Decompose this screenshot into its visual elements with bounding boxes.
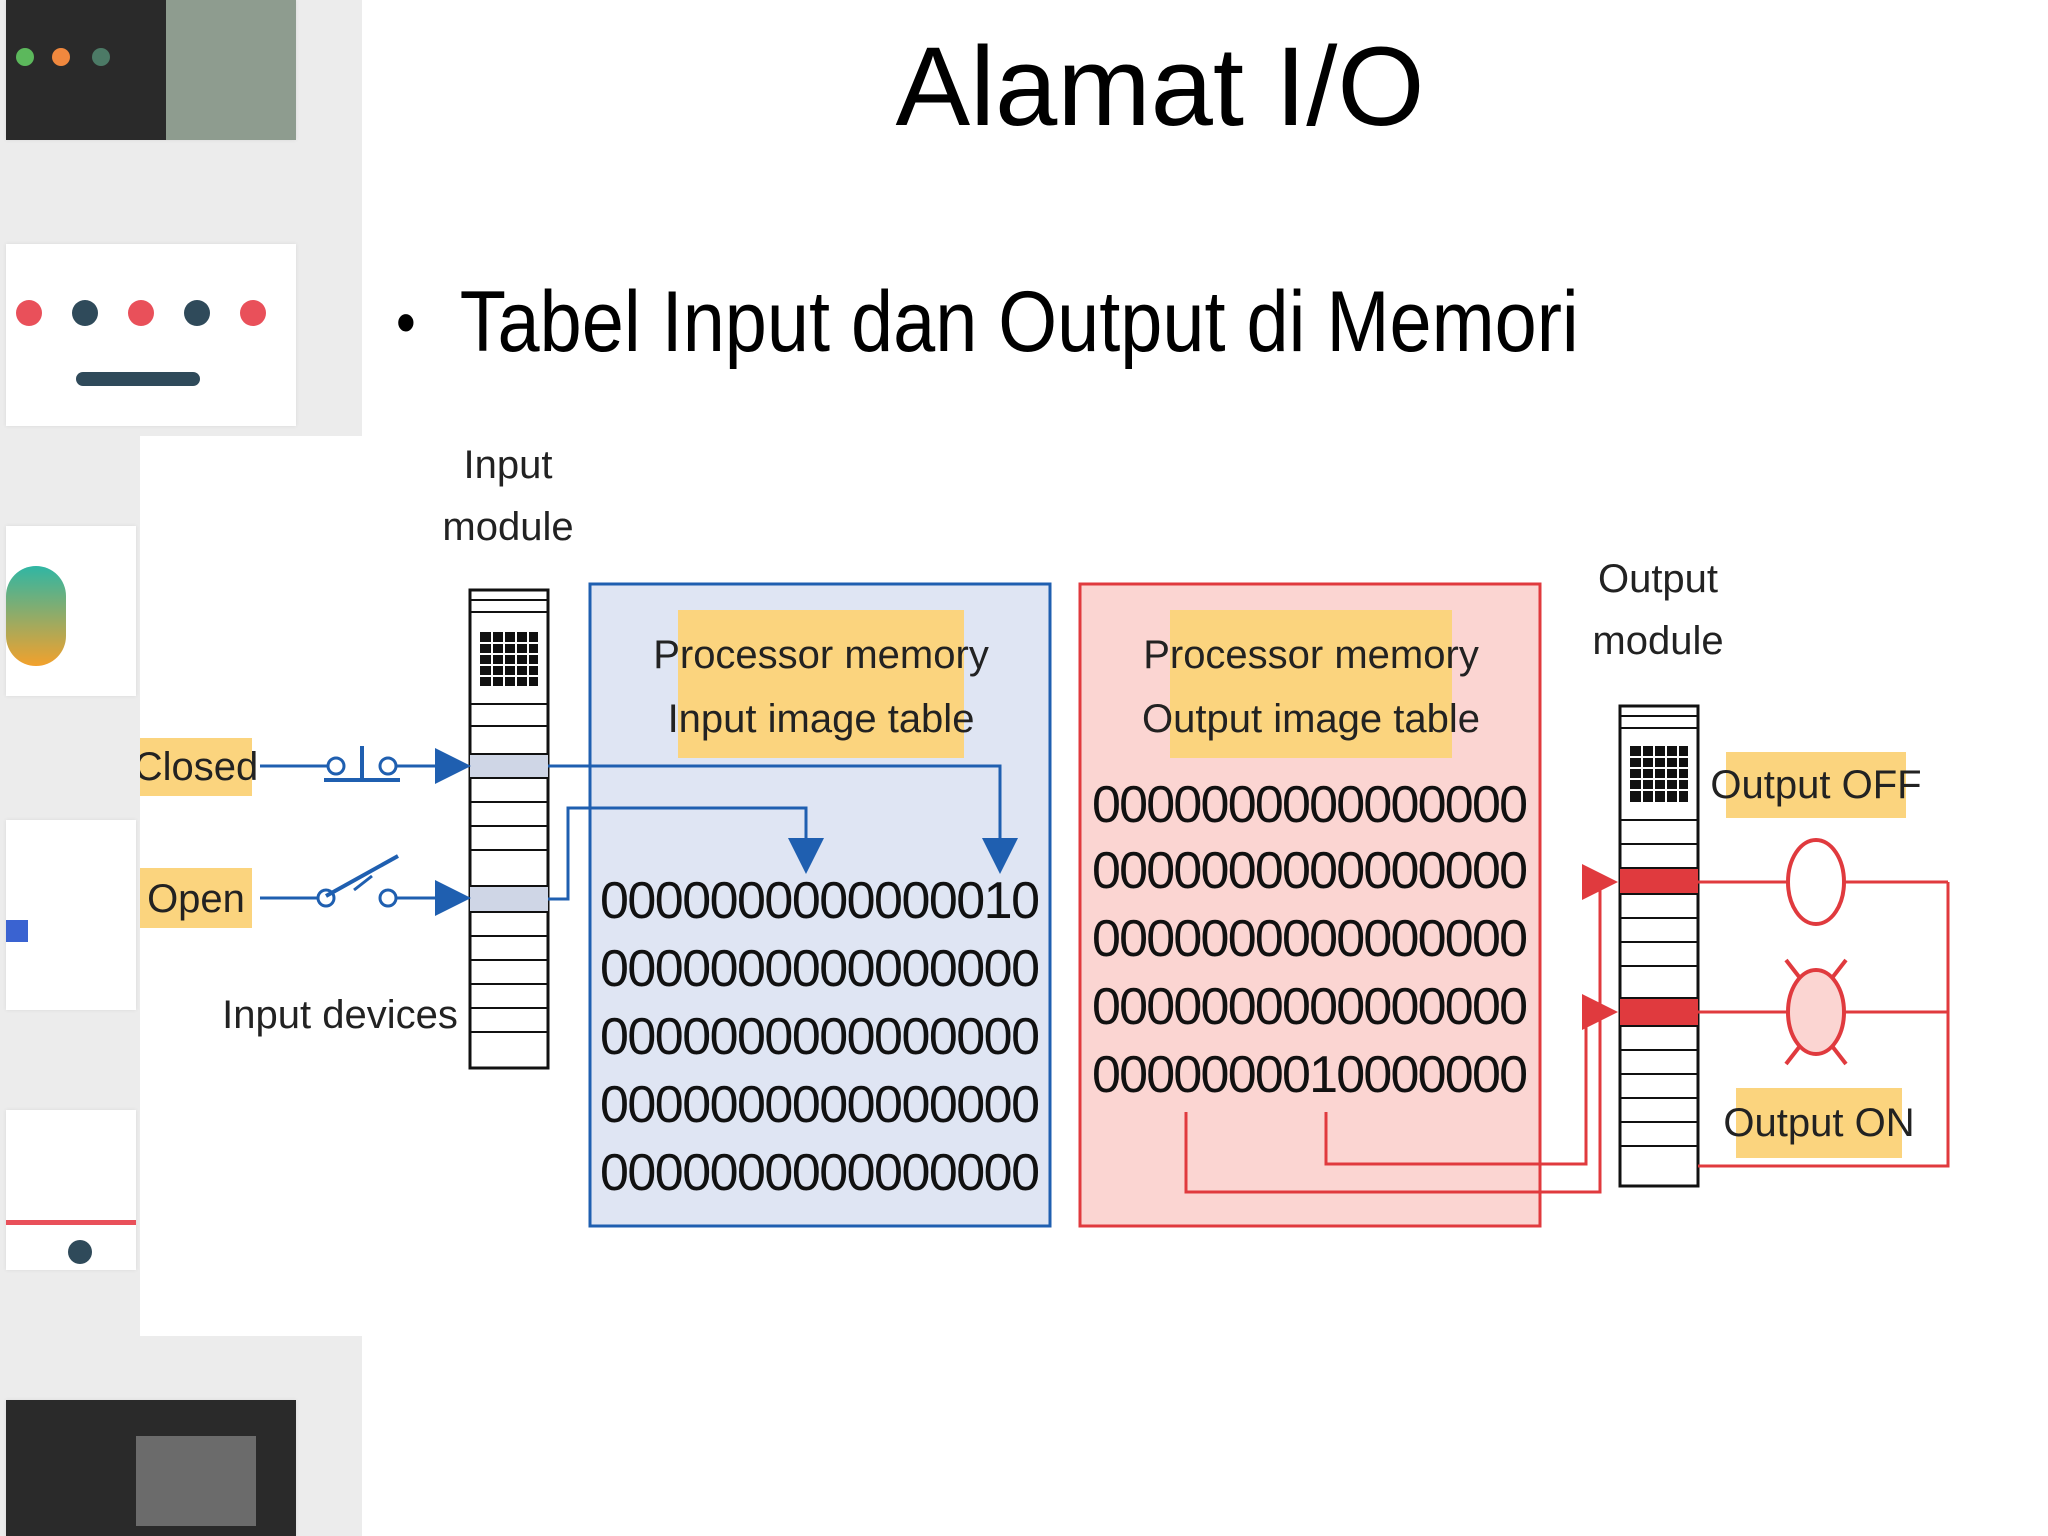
lamp-off-icon [1698,838,1948,926]
input-module-label: Input [464,443,553,487]
slide-thumbnail-4[interactable] [6,820,136,1010]
bullet-item: • Tabel Input dan Output di Memori [396,272,1579,372]
thumbnail-dot [52,48,70,66]
bullet-text: Tabel Input dan Output di Memori [459,273,1579,370]
input-wires [548,764,1018,901]
thumbnail-dot [16,300,42,326]
slide-thumbnail-5[interactable] [6,1110,136,1270]
output-module [1618,704,1700,1188]
output-module-grid-icon [1630,746,1688,802]
input-memory-label: Processor memory [653,633,989,677]
input-module [468,588,550,1070]
input-devices-label: Input devices [222,993,458,1037]
input-table-row: 0000000000000000 [600,1008,1040,1066]
output-memory-label: Processor memory [1143,633,1479,677]
output-off-label-box [1726,752,1906,818]
input-memory-label-box [678,610,964,758]
thumbnail-dot [72,300,98,326]
slide-title: Alamat I/O [895,24,1425,149]
closed-switch-icon [260,746,471,784]
lamp-on-icon [1698,958,1948,1066]
thumbnail-dot [92,48,110,66]
output-module-label: module [1592,619,1723,663]
thumbnail-line [6,1220,136,1225]
thumbnail-dot [128,300,154,326]
output-table-rows: 0000000000000000 0000000000000000 000000… [1092,776,1528,1104]
open-label: Open [147,877,245,921]
thumbnail-bar [76,372,200,386]
output-table-row: 0000000010000000 [1092,1046,1528,1104]
output-wires [1184,864,1618,1194]
slide-thumbnail-6[interactable] [6,1400,296,1536]
input-table-row: 0000000000000000 [600,940,1040,998]
open-label-box [140,868,252,928]
open-switch-icon [260,854,471,916]
thumbnail-shape [6,566,66,666]
output-memory-label: Output image table [1142,697,1480,741]
thumbnail-circle [68,1240,92,1264]
output-table-row: 0000000000000000 [1092,776,1528,834]
output-on-label: Output ON [1723,1101,1914,1145]
output-on-label-box [1736,1088,1902,1158]
input-memory-label: Input image table [668,697,975,741]
closed-label: Closed [140,745,258,789]
closed-label-box [140,738,252,796]
thumbnail-photo [166,0,296,140]
output-return-wire [1698,882,1950,1168]
output-off-label: Output OFF [1710,763,1921,807]
slide-thumbnail-3[interactable] [6,526,136,696]
io-address-diagram: Input module [134,436,1960,1336]
thumbnail-photo [136,1436,256,1526]
output-table-row: 0000000000000000 [1092,910,1528,968]
thumbnail-arrow [6,920,28,942]
input-module-grid-icon [480,632,538,686]
thumbnail-dot [240,300,266,326]
input-image-table-panel: Processor memory Input image table [588,582,1052,1228]
slide-thumbnail-2[interactable] [6,244,296,426]
output-table-row: 0000000000000000 [1092,842,1528,900]
bullet-dot: • [396,286,416,358]
thumbnail-dot [16,48,34,66]
output-module-label: Output [1598,557,1718,601]
output-image-table-panel: Processor memory Output image table [1078,582,1542,1228]
input-table-row: 0000000000000000 [600,1076,1040,1134]
output-memory-label-box [1170,610,1452,758]
input-table-row: 0000000000000010 [600,872,1040,930]
thumbnail-dot [184,300,210,326]
input-table-rows: 0000000000000010 0000000000000000 000000… [600,872,1040,1202]
input-module-label: module [442,505,573,549]
output-table-row: 0000000000000000 [1092,978,1528,1036]
input-table-row: 0000000000000000 [600,1144,1040,1202]
slide-thumbnail-1[interactable] [6,0,296,140]
